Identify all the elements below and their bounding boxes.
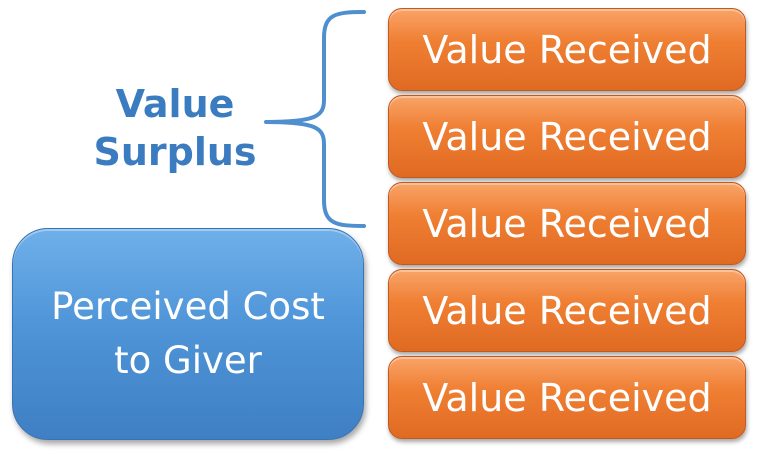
value-received-box-3: Value Received bbox=[388, 182, 746, 265]
value-surplus-line1: Value bbox=[115, 82, 235, 126]
value-surplus-label: Value Surplus bbox=[60, 80, 290, 176]
value-received-box-5: Value Received bbox=[388, 356, 746, 439]
value-received-box-1: Value Received bbox=[388, 8, 746, 91]
value-received-stack: Value Received Value Received Value Rece… bbox=[388, 8, 746, 443]
value-received-box-4: Value Received bbox=[388, 269, 746, 352]
perceived-cost-box: Perceived Cost to Giver bbox=[12, 228, 364, 440]
perceived-cost-line1: Perceived Cost bbox=[51, 285, 325, 328]
curly-brace bbox=[264, 10, 366, 228]
value-received-box-2: Value Received bbox=[388, 95, 746, 178]
perceived-cost-line2: to Giver bbox=[114, 339, 262, 382]
value-surplus-line2: Surplus bbox=[93, 130, 257, 174]
